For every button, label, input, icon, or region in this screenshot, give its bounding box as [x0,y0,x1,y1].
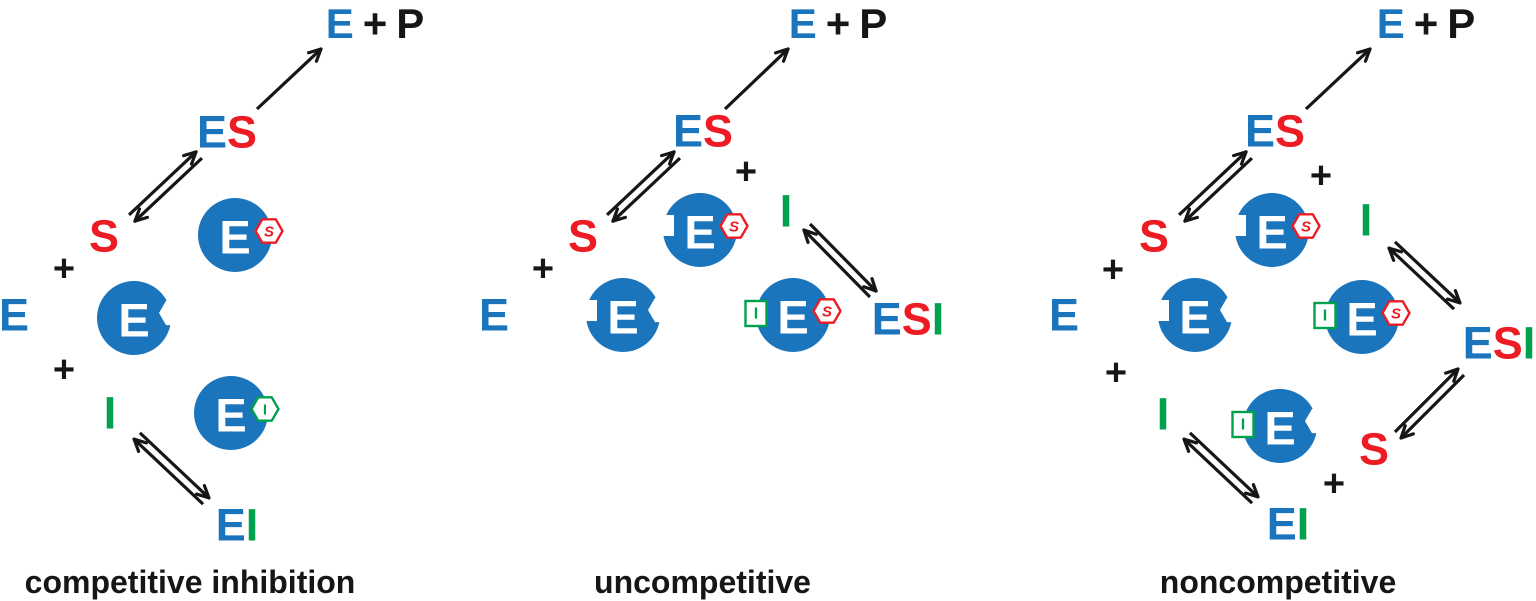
equilibrium-es-i-esi [1387,240,1462,311]
equilibrium-e-s-es [127,150,204,223]
arrow-es-to-e-plus-p [1304,47,1372,111]
equilibrium-ei-s-esi [1393,367,1466,440]
panel-title-competitive: competitive inhibition [24,564,356,600]
equilibrium-e-i-ei [132,431,211,506]
equilibrium-e-s-es [605,150,682,223]
arrow-es-to-e-plus-p [255,47,323,111]
equilibrium-e-i-ei [1182,431,1260,505]
arrow-es-to-e-plus-p [723,47,790,111]
panel-title-noncompetitive: noncompetitive inhibition [1159,564,1397,600]
panel-title-uncompetitive: uncompetitive inhibition [594,564,811,600]
equilibrium-e-s-es [1177,150,1254,223]
equilibrium-es-i-esi [802,222,878,299]
